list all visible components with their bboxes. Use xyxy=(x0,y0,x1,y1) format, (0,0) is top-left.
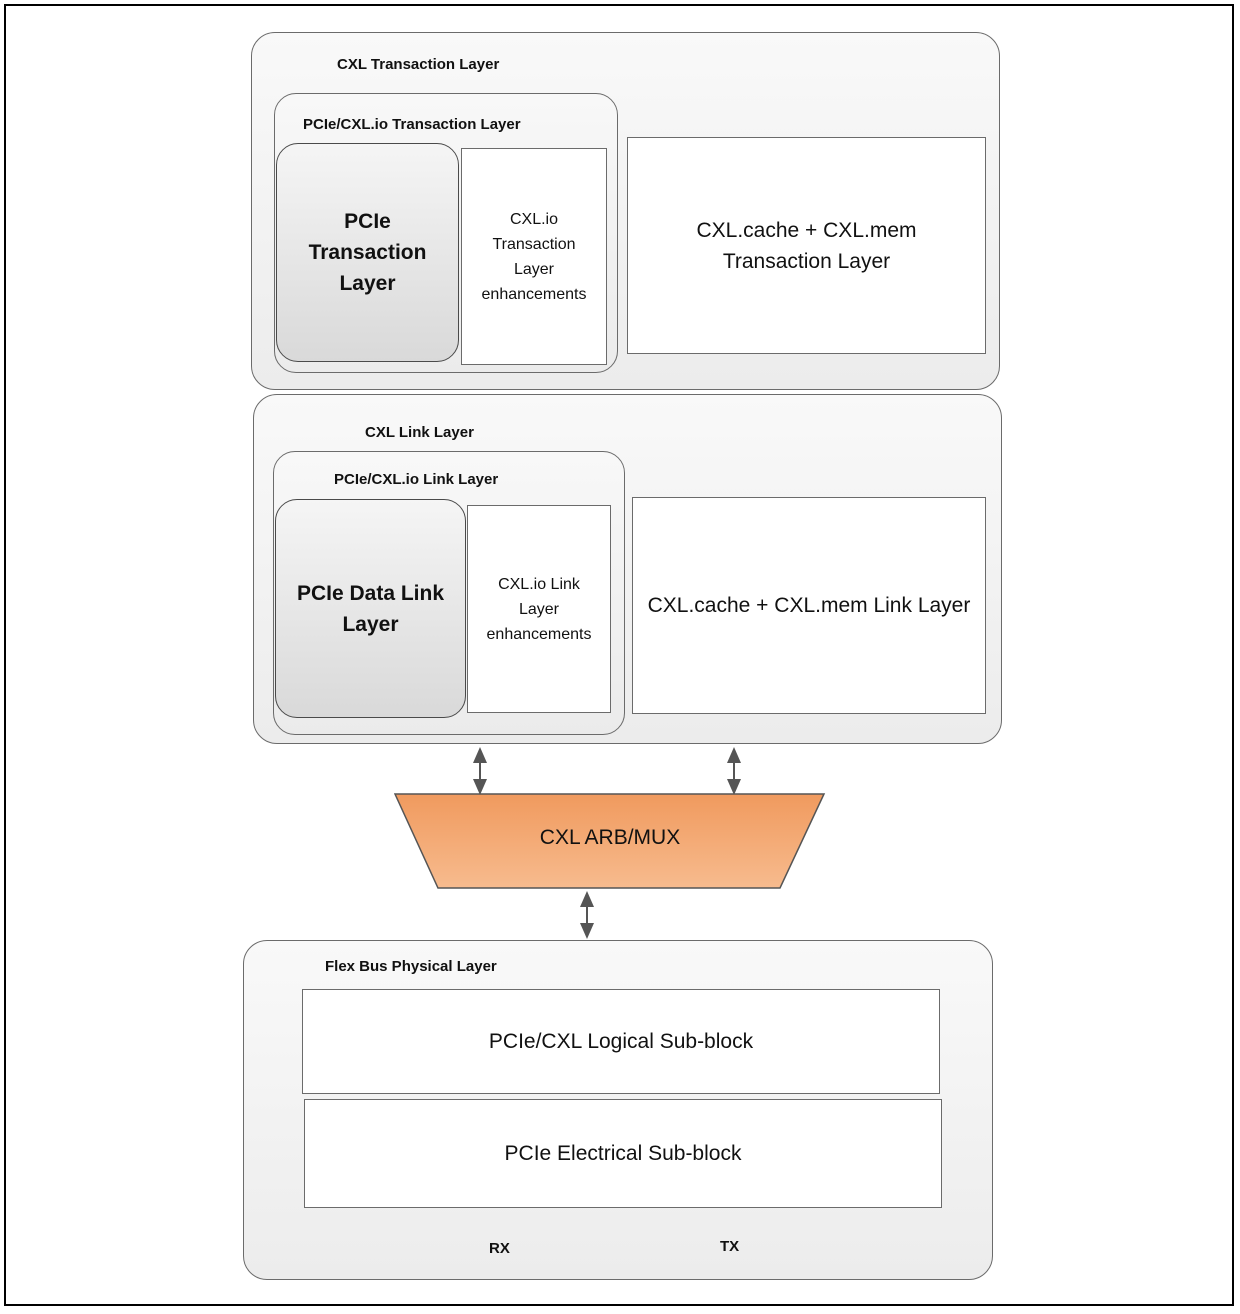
pcie-electrical-sub-block: PCIe Electrical Sub-block xyxy=(304,1099,942,1208)
cxl-transaction-layer-title: CXL Transaction Layer xyxy=(337,56,500,73)
cxl-link-layer-title: CXL Link Layer xyxy=(365,424,474,441)
cxl-io-transaction-enh-line2: Transaction xyxy=(492,235,576,253)
flex-bus-physical-layer-title: Flex Bus Physical Layer xyxy=(325,958,497,975)
diagram-frame xyxy=(4,4,1234,1306)
pcie-data-link-layer-block: PCIe Data Link Layer xyxy=(275,499,466,718)
pcie-data-link-line1: PCIe Data Link xyxy=(296,581,445,605)
cxl-io-link-enh-line2: Layer xyxy=(518,600,560,618)
cxl-cache-mem-link-label: CXL.cache + CXL.mem Link Layer xyxy=(647,594,971,617)
rx-label: RX xyxy=(489,1240,510,1257)
pcie-data-link-line2: Layer xyxy=(342,612,399,636)
cxl-arb-mux-label: CXL ARB/MUX xyxy=(539,826,681,849)
pcie-cxl-io-link-layer-title: PCIe/CXL.io Link Layer xyxy=(334,471,499,488)
cxl-io-transaction-enh-line1: CXL.io xyxy=(509,210,559,228)
cxl-cache-mem-transaction-line1: CXL.cache + CXL.mem xyxy=(696,218,917,242)
cxl-io-link-enh-line1: CXL.io Link xyxy=(498,575,580,593)
pcie-transaction-line2: Transaction xyxy=(308,241,427,264)
cxl-cache-mem-link-box: CXL.cache + CXL.mem Link Layer xyxy=(632,497,986,714)
double-arrow-icon xyxy=(473,747,487,795)
cxl-cache-mem-transaction-line2: Transaction Layer xyxy=(722,249,891,273)
cxl-io-transaction-enhancements-box: CXL.io Transaction Layer enhancements xyxy=(461,148,607,365)
cxl-arb-mux-block xyxy=(394,793,826,889)
pcie-transaction-line3: Layer xyxy=(339,272,396,295)
double-arrow-icon xyxy=(580,891,594,939)
pcie-transaction-layer-block: PCIe Transaction Layer xyxy=(276,143,459,362)
pcie-cxl-io-transaction-layer-title: PCIe/CXL.io Transaction Layer xyxy=(303,116,521,133)
cxl-cache-mem-transaction-box: CXL.cache + CXL.mem Transaction Layer xyxy=(627,137,986,354)
double-arrow-icon xyxy=(727,747,741,795)
cxl-io-link-enhancements-box: CXL.io Link Layer enhancements xyxy=(467,505,611,713)
cxl-io-link-enh-line3: enhancements xyxy=(486,625,592,643)
cxl-io-transaction-enh-line3: Layer xyxy=(513,260,555,278)
electrical-sub-block-label: PCIe Electrical Sub-block xyxy=(504,1142,742,1165)
pcie-cxl-logical-sub-block: PCIe/CXL Logical Sub-block xyxy=(302,989,940,1094)
tx-label: TX xyxy=(720,1238,740,1255)
pcie-transaction-line1: PCIe xyxy=(344,210,391,233)
cxl-io-transaction-enh-line4: enhancements xyxy=(481,285,587,303)
logical-sub-block-label: PCIe/CXL Logical Sub-block xyxy=(488,1030,754,1053)
